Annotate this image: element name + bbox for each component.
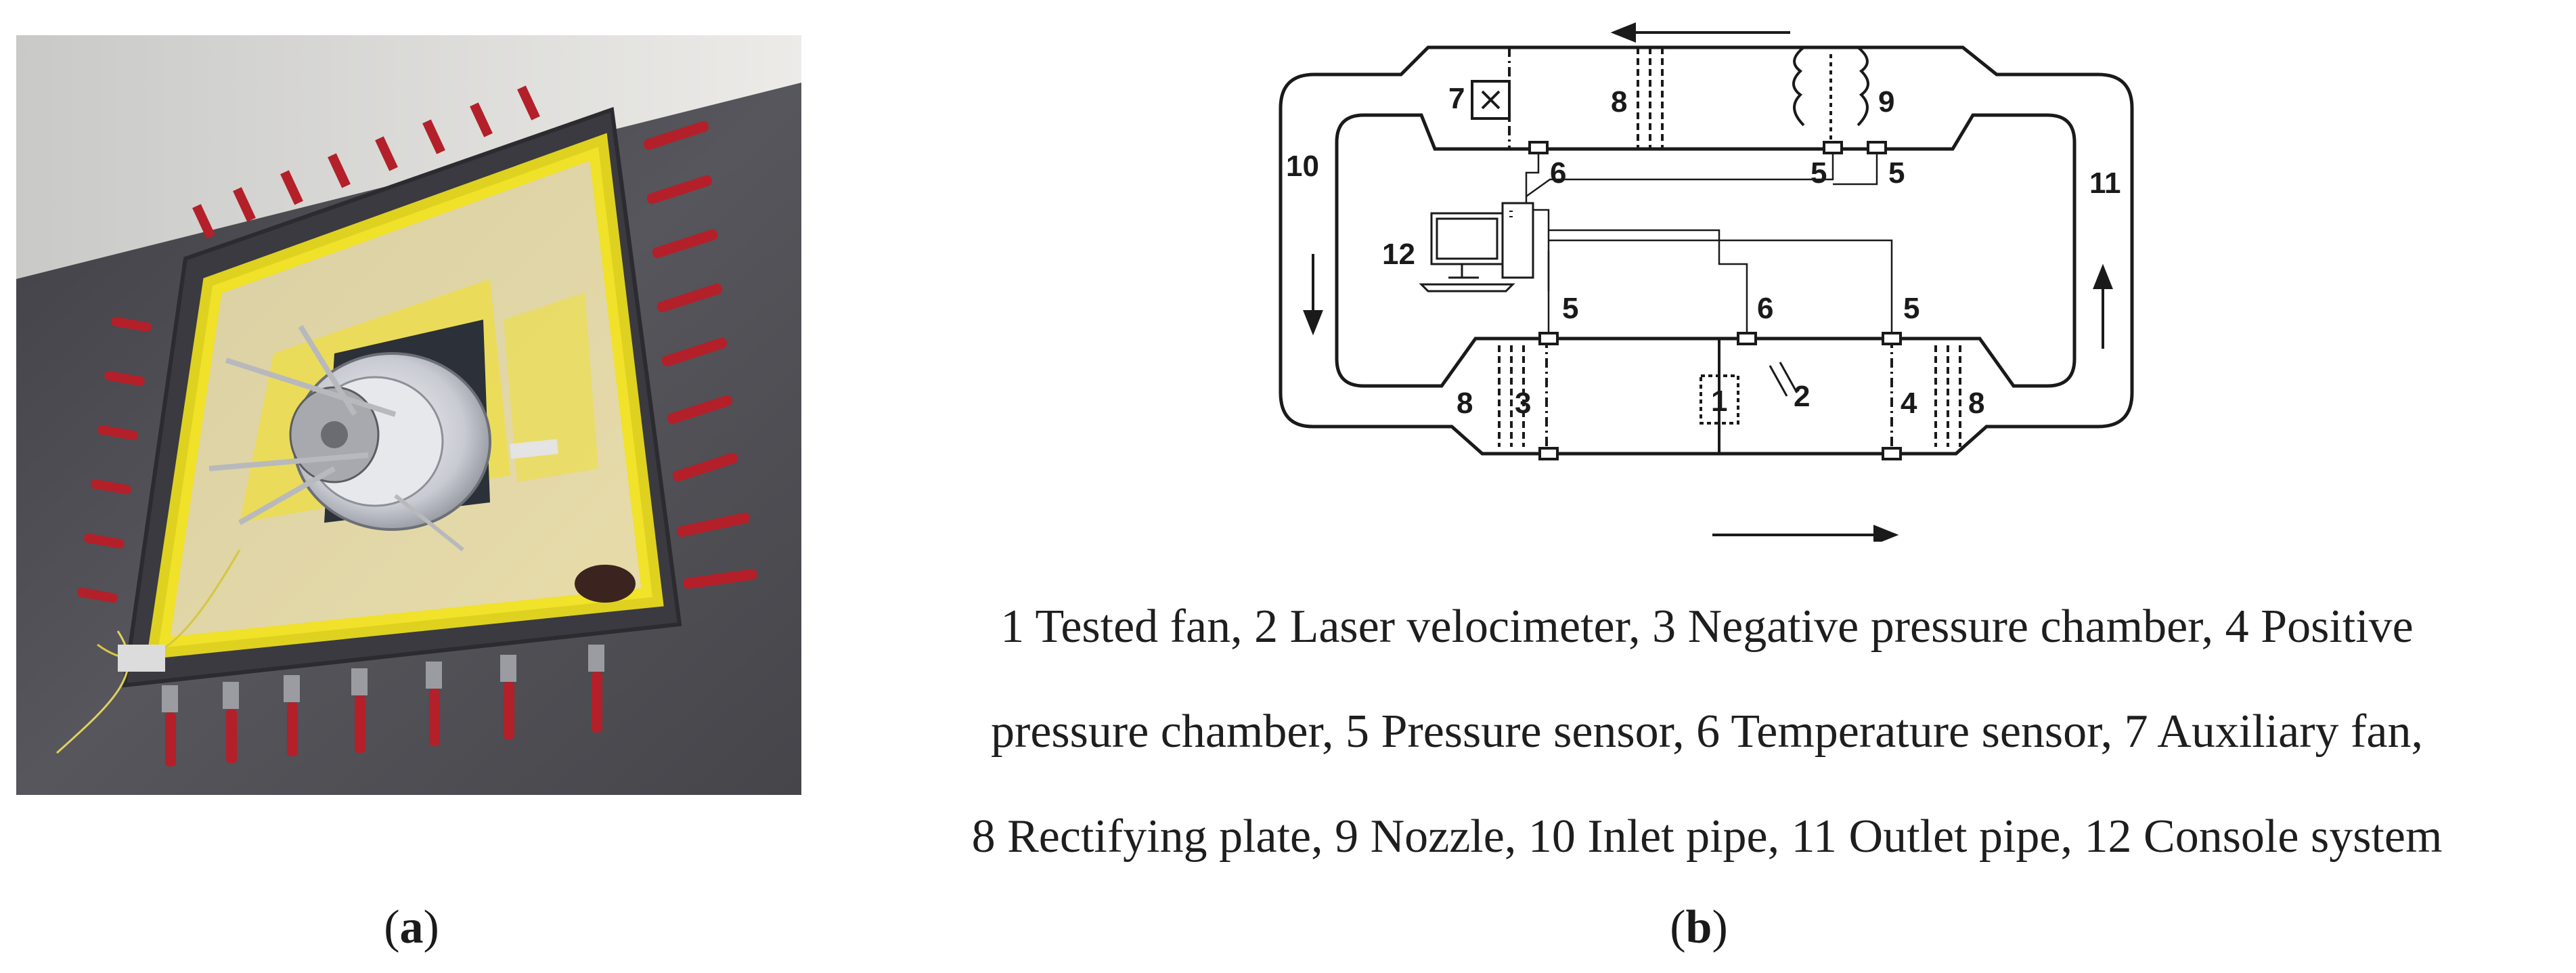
label-5-top-left: 5 <box>1811 156 1827 190</box>
label-12: 12 <box>1382 238 1415 271</box>
panel-label-b: (b) <box>1658 901 1739 955</box>
label-2: 2 <box>1794 380 1810 413</box>
figure-caption: 1 Tested fan, 2 Laser velocimeter, 3 Neg… <box>854 574 2560 889</box>
panel-label-a: (a) <box>371 901 452 955</box>
photo-illustration <box>16 35 801 795</box>
panel-label-a-letter: a <box>399 901 424 953</box>
label-3: 3 <box>1515 387 1531 420</box>
label-4: 4 <box>1901 387 1917 420</box>
label-1: 1 <box>1711 385 1727 418</box>
label-8-top: 8 <box>1611 85 1627 118</box>
label-6-bottom: 6 <box>1757 292 1773 325</box>
caption-line-2: pressure chamber, 5 Pressure sensor, 6 T… <box>991 706 2423 758</box>
upper-duct-outer <box>1279 45 2134 456</box>
label-7: 7 <box>1448 82 1465 115</box>
label-8-right: 8 <box>1968 387 1984 420</box>
caption-line-3: 8 Rectifying plate, 9 Nozzle, 10 Inlet p… <box>971 810 2443 863</box>
panel-label-b-letter: b <box>1685 901 1712 953</box>
label-5-bottom-left: 5 <box>1562 292 1578 325</box>
label-5-bottom-right: 5 <box>1903 292 1919 325</box>
panel-label-b-close: ) <box>1712 901 1728 953</box>
label-5-top-right: 5 <box>1888 156 1905 190</box>
panel-label-b-open: ( <box>1670 901 1686 953</box>
photo-test-rig <box>16 35 801 795</box>
label-10: 10 <box>1286 150 1319 183</box>
label-6-top: 6 <box>1550 156 1566 190</box>
label-9: 9 <box>1878 85 1894 118</box>
upper-duct-inner <box>1335 113 2077 388</box>
schematic-diagram: 7 8 9 6 5 5 10 11 12 5 6 5 2 1 3 4 8 8 <box>1245 7 2220 542</box>
label-8-left: 8 <box>1457 387 1473 420</box>
label-11: 11 <box>2089 167 2121 200</box>
panel-label-a-open: ( <box>384 901 400 953</box>
caption-line-1: 1 Tested fan, 2 Laser velocimeter, 3 Neg… <box>1000 601 2414 653</box>
panel-label-a-close: ) <box>423 901 439 953</box>
